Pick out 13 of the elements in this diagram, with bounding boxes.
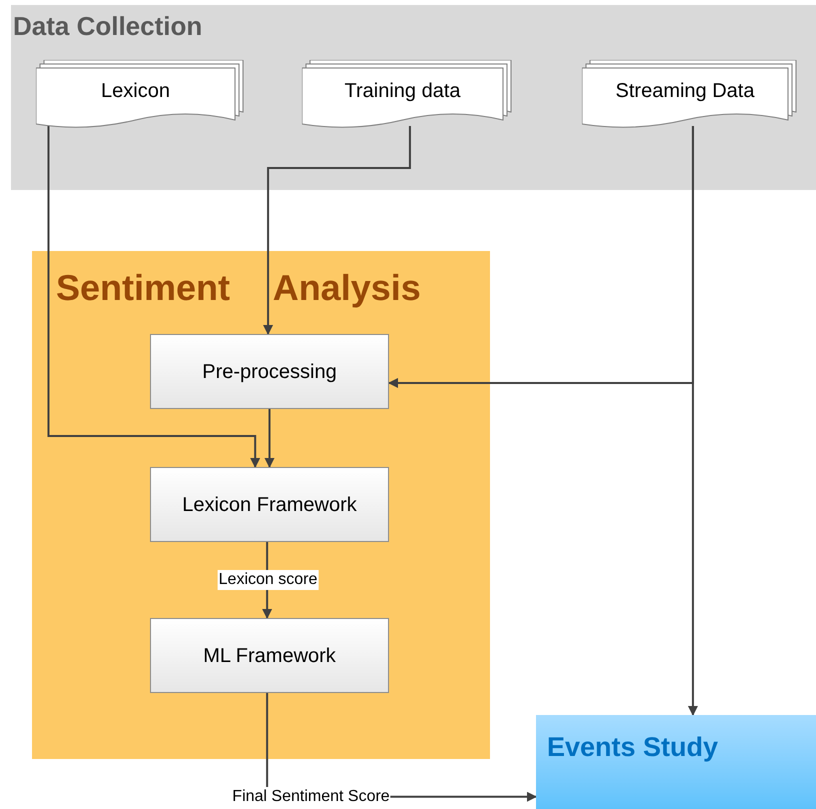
arrow: [263, 126, 411, 335]
process-box: ML Framework: [150, 618, 389, 693]
section-band: [11, 5, 816, 190]
section-title: Data Collection: [13, 10, 202, 43]
result-panel: Events Study: [536, 715, 816, 809]
process-box: Pre-processing: [150, 334, 389, 409]
edge-label: Lexicon score: [218, 570, 318, 590]
process-box: Lexicon Framework: [150, 467, 389, 542]
section-title: Sentiment Analysis: [56, 266, 421, 310]
arrow: [688, 126, 698, 716]
arrow: [47, 126, 260, 468]
arrow: [264, 409, 274, 468]
section-panel: [32, 251, 490, 759]
